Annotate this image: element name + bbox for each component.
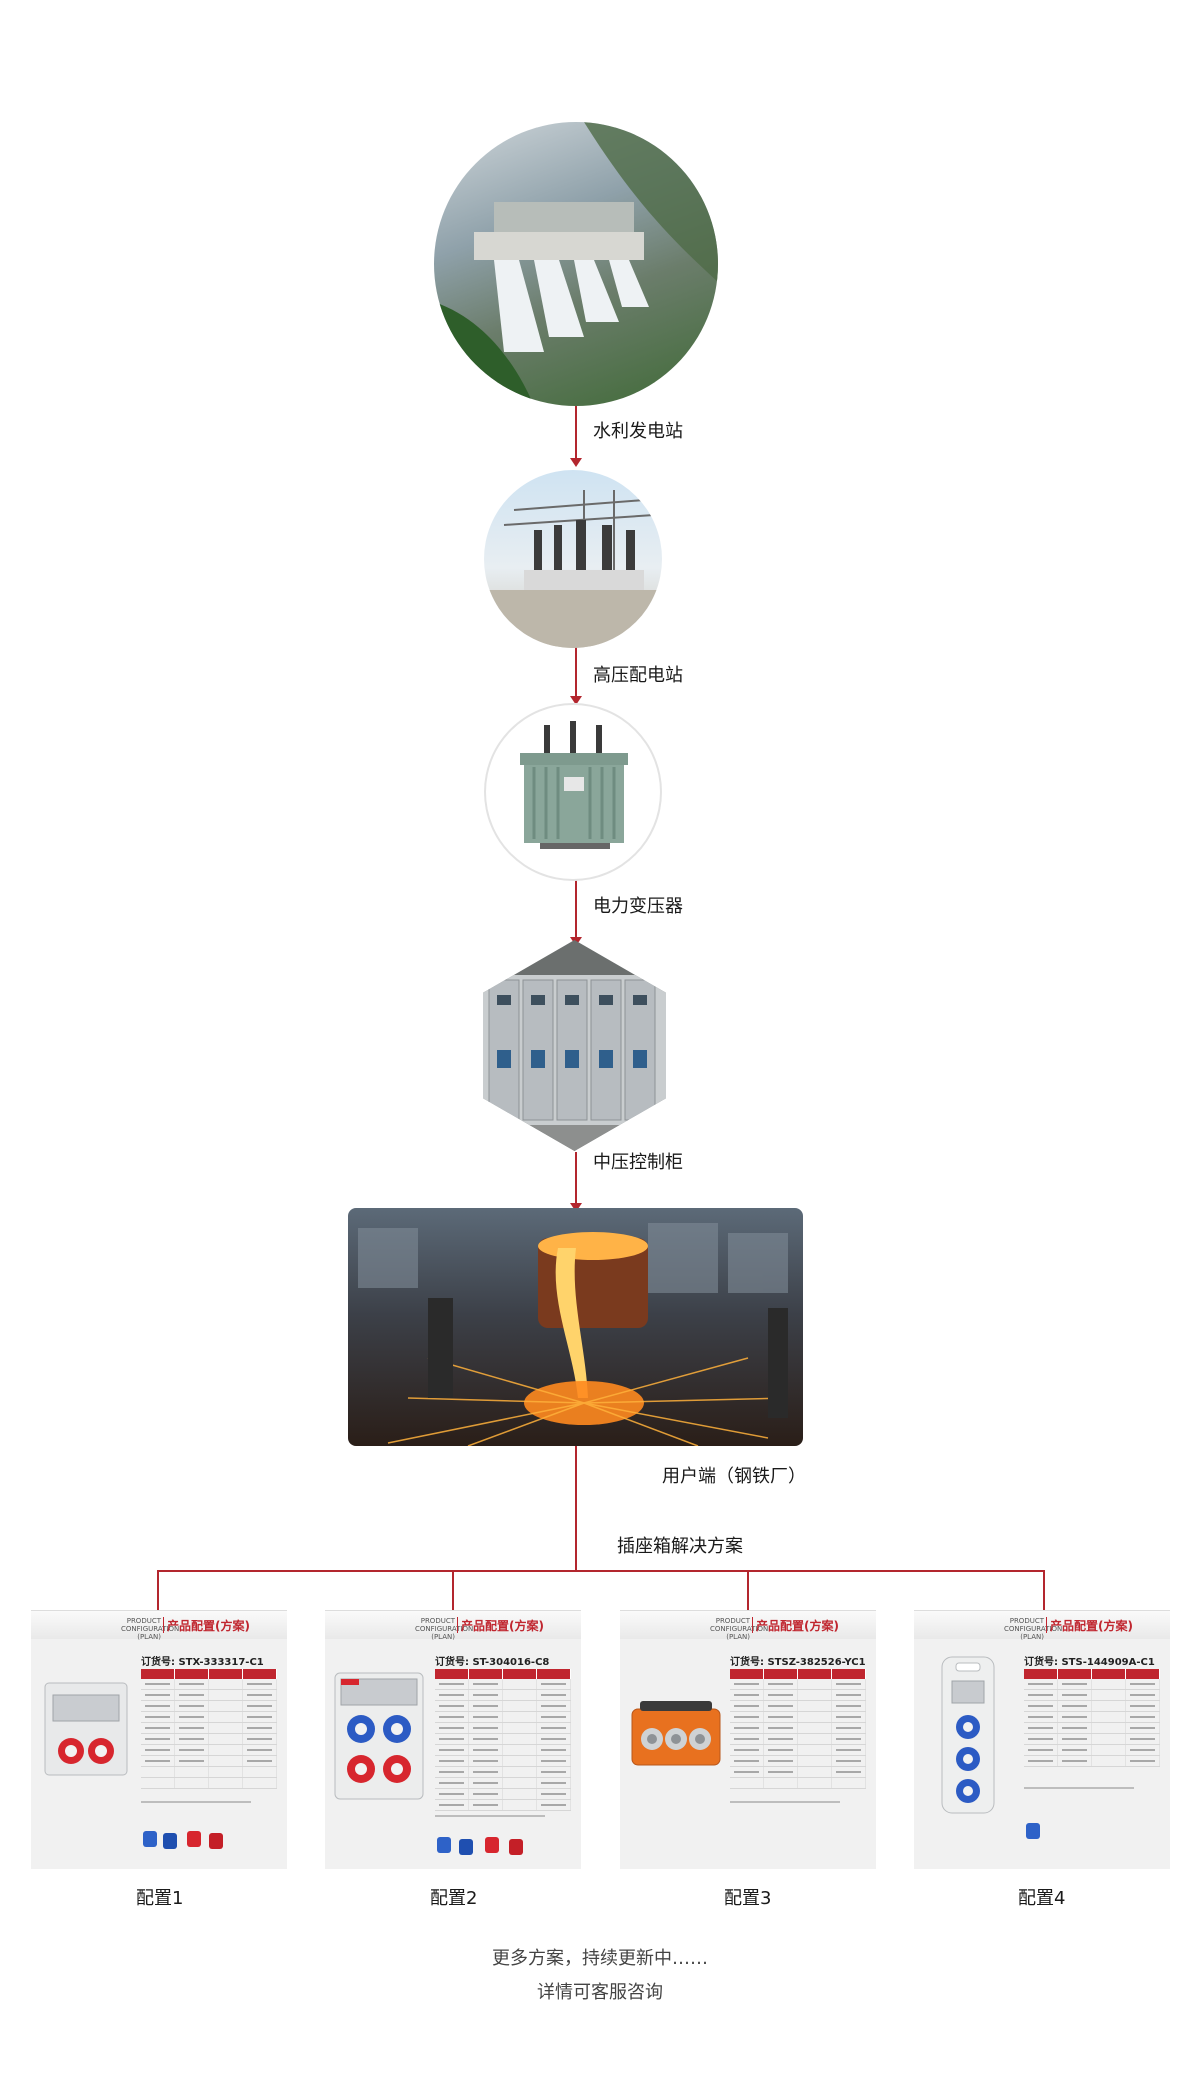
- stage-label-steel-mill: 用户端（钢铁厂）: [662, 1466, 806, 1487]
- plug-icon: [187, 1831, 201, 1847]
- stage-label-control-cabinet: 中压控制柜: [593, 1152, 683, 1173]
- plug-icon: [459, 1839, 473, 1855]
- card-header-cn: 产品配置(方案): [756, 1619, 839, 1633]
- branch-drop-3: [747, 1570, 749, 1610]
- card-header-divider: [457, 1617, 458, 1633]
- stage-label-substation: 高压配电站: [593, 665, 683, 686]
- control-cabinet-image: [483, 940, 666, 1151]
- branch-line-horizontal: [157, 1570, 1045, 1572]
- stage-label-transformer: 电力变压器: [593, 896, 683, 917]
- order-number: 订货号: STX-333317-C1: [141, 1657, 264, 1668]
- plug-icon: [1026, 1823, 1040, 1839]
- branch-drop-1: [157, 1570, 159, 1610]
- flow-line-5: [575, 1446, 577, 1570]
- footer-more-plans: 更多方案，持续更新中……: [492, 1948, 708, 1969]
- socket-box-image: [44, 1682, 128, 1776]
- card-header-divider: [163, 1617, 164, 1633]
- config-table: [730, 1669, 866, 1789]
- power-transformer-image: [484, 703, 662, 881]
- steel-mill-image: [348, 1208, 803, 1446]
- flow-line-4: [575, 1152, 577, 1207]
- plug-icon: [143, 1831, 157, 1847]
- order-number: 订货号: STS-144909A-C1: [1024, 1657, 1155, 1668]
- socket-box-image: [334, 1672, 424, 1800]
- config-label-3: 配置3: [724, 1888, 772, 1909]
- flow-arrow-4: [570, 1203, 582, 1212]
- flow-arrow-2: [570, 696, 582, 705]
- hydropower-dam-image: [434, 122, 718, 406]
- config-label-4: 配置4: [1018, 1888, 1066, 1909]
- socket-box-image: [631, 1701, 721, 1766]
- card-header-cn: 产品配置(方案): [461, 1619, 544, 1633]
- solution-title: 插座箱解决方案: [617, 1536, 743, 1557]
- socket-box-image: [941, 1656, 995, 1814]
- card-header-divider: [752, 1617, 753, 1633]
- card-header-divider: [1046, 1617, 1047, 1633]
- footer-contact: 详情可客服咨询: [537, 1982, 663, 2003]
- substation-image: [484, 470, 662, 648]
- card-note: [141, 1801, 251, 1803]
- order-number: 订货号: ST-304016-C8: [435, 1657, 550, 1668]
- card-header-cn: 产品配置(方案): [1050, 1619, 1133, 1633]
- plug-icon: [163, 1833, 177, 1849]
- flow-line-1: [575, 400, 577, 462]
- plug-icon: [509, 1839, 523, 1855]
- branch-drop-4: [1043, 1570, 1045, 1610]
- flow-line-2: [575, 618, 577, 698]
- config-label-2: 配置2: [430, 1888, 478, 1909]
- plug-icon: [485, 1837, 499, 1853]
- config-table: [435, 1669, 571, 1811]
- flow-arrow-1: [570, 458, 582, 467]
- config-table: [1024, 1669, 1160, 1767]
- plug-icon: [209, 1833, 223, 1849]
- plug-icon: [437, 1837, 451, 1853]
- flow-line-3: [575, 855, 577, 940]
- card-header-cn: 产品配置(方案): [167, 1619, 250, 1633]
- stage-label-hydropower: 水利发电站: [593, 421, 683, 442]
- config-table: [141, 1669, 277, 1789]
- card-note: [730, 1801, 840, 1803]
- order-number: 订货号: STSZ-382526-YC1: [730, 1657, 866, 1668]
- config-label-1: 配置1: [136, 1888, 184, 1909]
- card-note: [435, 1815, 545, 1817]
- branch-drop-2: [452, 1570, 454, 1610]
- card-note: [1024, 1787, 1134, 1789]
